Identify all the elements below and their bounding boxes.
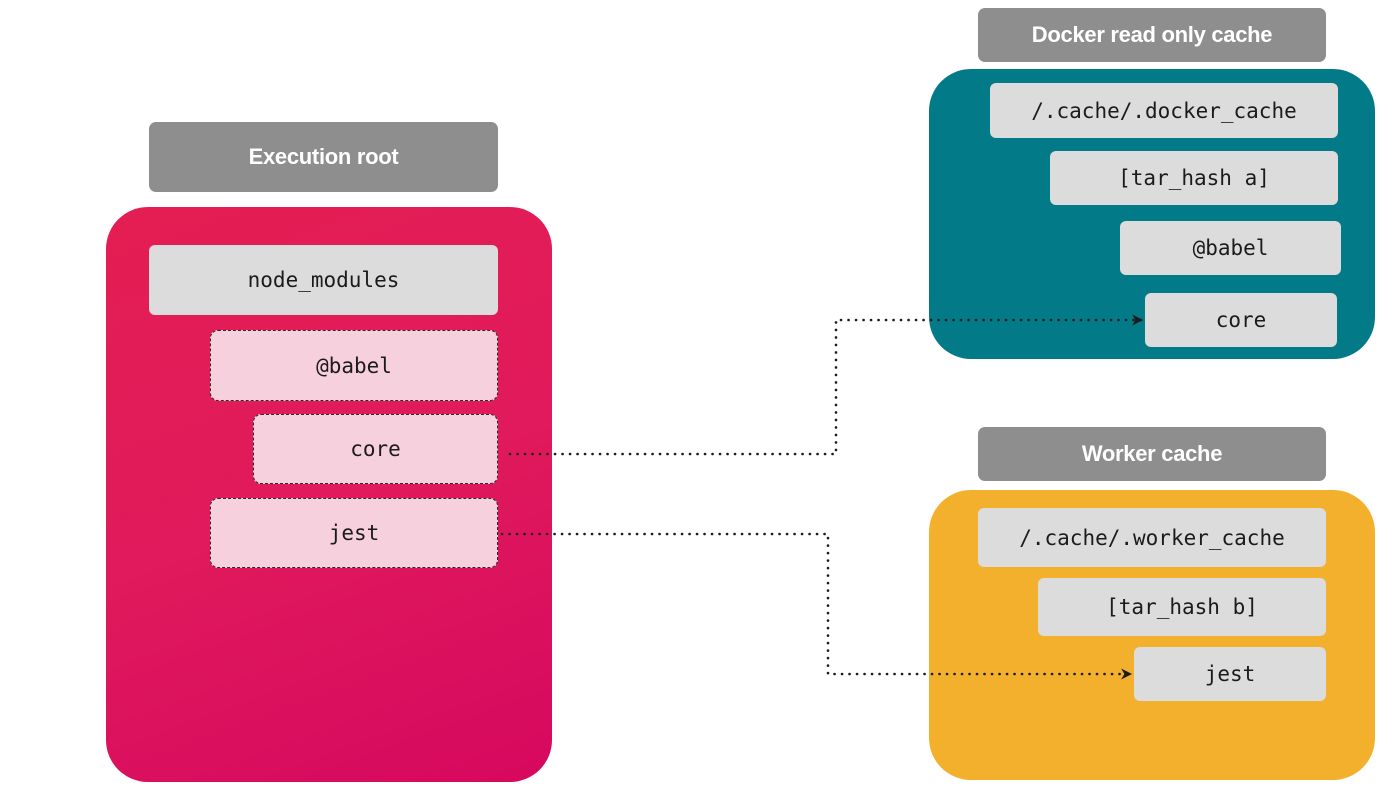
docker-core-folder: core [1145, 293, 1337, 347]
core-symlink-arrow [508, 314, 1144, 456]
worker-cache-path: /.cache/.worker_cache [978, 508, 1326, 567]
worker-tar-hash-folder: [tar_hash b] [1038, 578, 1326, 636]
node-modules-folder: node_modules [149, 245, 498, 315]
worker-jest-folder: jest [1134, 647, 1326, 701]
worker-cache-title: Worker cache [978, 427, 1326, 481]
docker-cache-path: /.cache/.docker_cache [990, 83, 1338, 138]
execution-root-title: Execution root [149, 122, 498, 192]
jest-folder-link: jest [210, 498, 498, 568]
jest-symlink-arrow [500, 532, 1133, 680]
core-folder-link: core [253, 414, 498, 484]
babel-folder-link: @babel [210, 330, 498, 401]
docker-cache-title: Docker read only cache [978, 8, 1326, 62]
docker-babel-folder: @babel [1120, 221, 1341, 275]
docker-tar-hash-folder: [tar_hash a] [1050, 151, 1338, 205]
